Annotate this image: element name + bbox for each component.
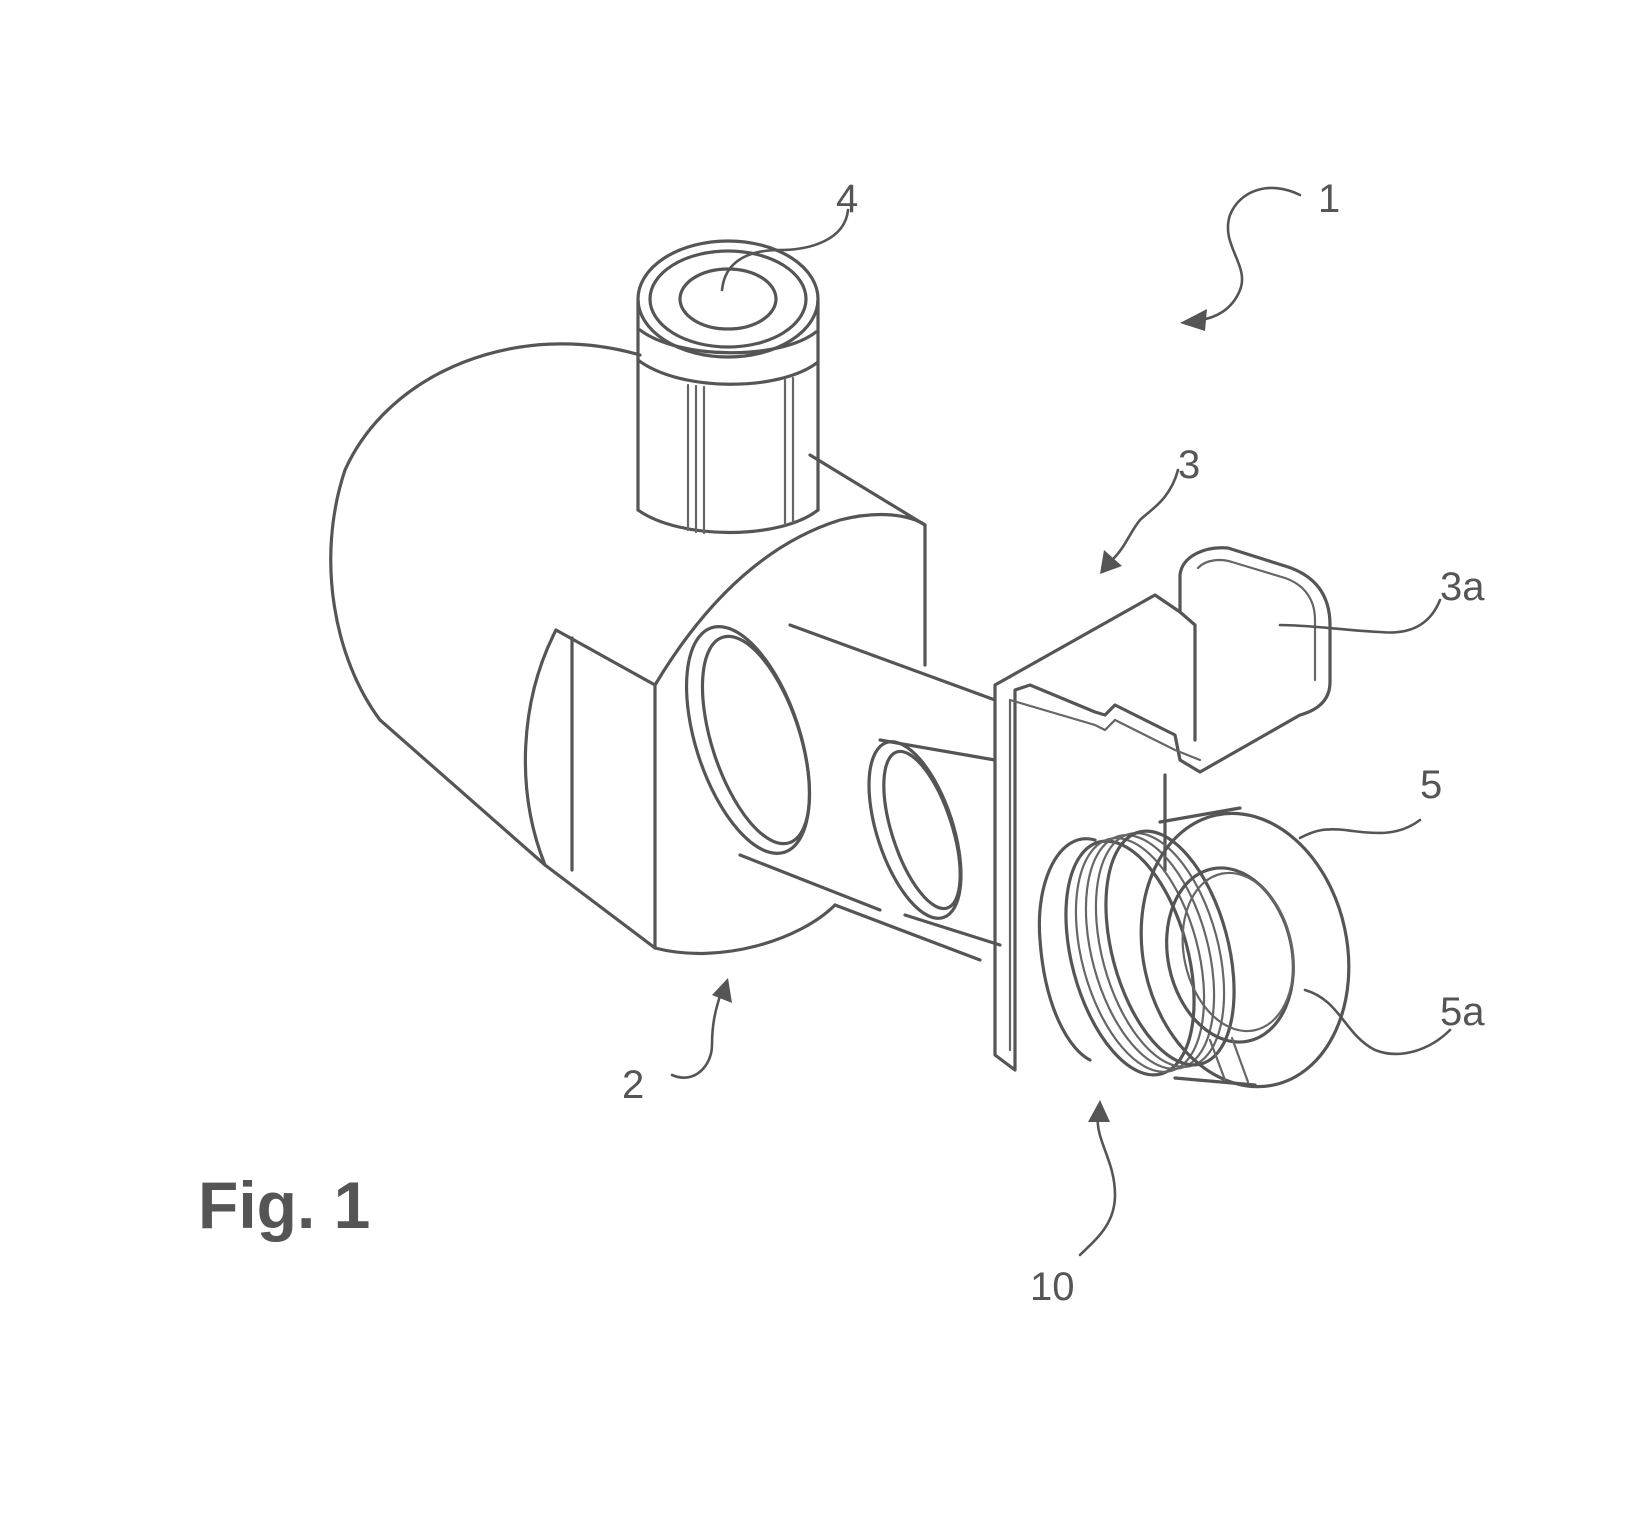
valve-stem — [684, 623, 1002, 947]
label-outlet-nut: 5 — [1420, 763, 1442, 807]
figure-caption: Fig. 1 — [198, 1168, 370, 1242]
label-lever-tab: 3a — [1440, 565, 1485, 609]
label-lever: 3 — [1178, 443, 1200, 487]
label-body: 2 — [622, 1063, 644, 1107]
label-thread: 10 — [1030, 1265, 1075, 1309]
leader-lines — [670, 186, 1452, 1257]
label-assembly: 1 — [1318, 177, 1340, 221]
outlet-nut — [1037, 806, 1351, 1089]
reference-labels: 1 4 3 3a 5 5a 2 10 — [622, 177, 1485, 1309]
valve-body — [329, 342, 982, 962]
label-top-connector: 4 — [836, 177, 858, 221]
top-connector — [636, 239, 820, 535]
label-outlet-face: 5a — [1440, 990, 1485, 1034]
